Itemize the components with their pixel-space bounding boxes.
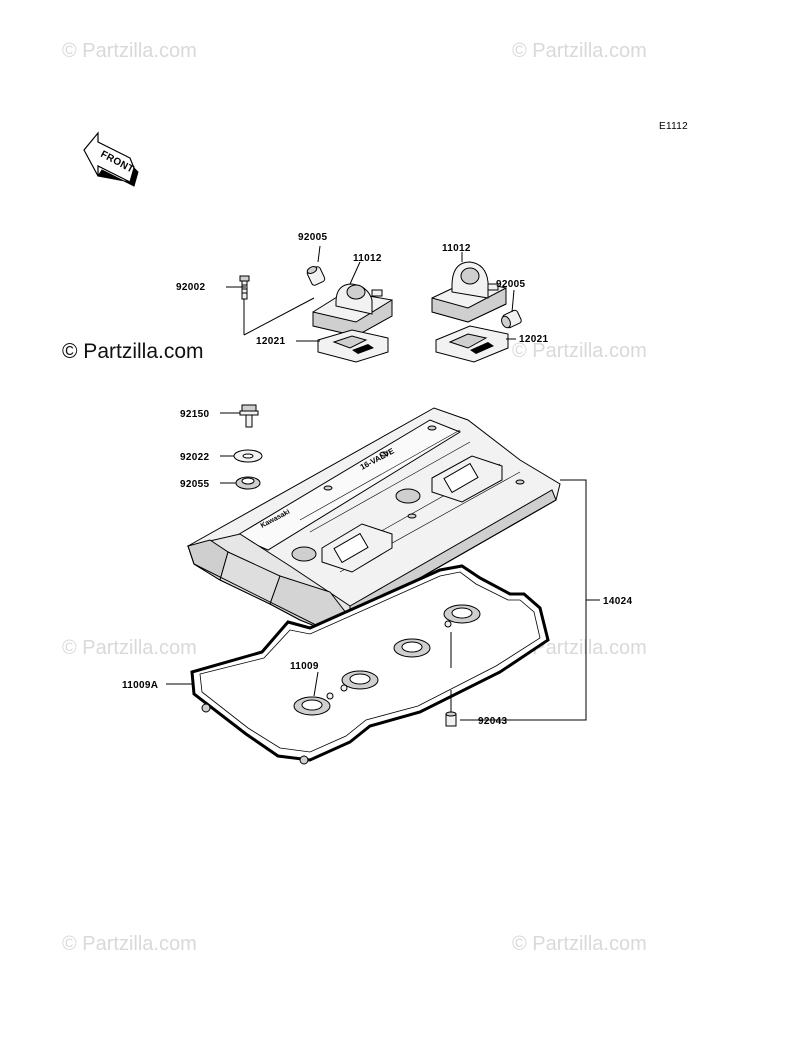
label-92002: 92002	[176, 282, 205, 293]
label-11009: 11009	[290, 661, 319, 672]
breather-cover-11012-right[interactable]	[431, 261, 507, 323]
label-11012-left: 11012	[353, 253, 382, 264]
watermark-mid-left: © Partzilla.com	[62, 340, 204, 363]
label-92150: 92150	[180, 409, 209, 420]
watermark-top-right: © Partzilla.com	[512, 40, 647, 62]
plug-gasket-11009-3[interactable]	[393, 638, 431, 658]
watermark-bottom-left: © Partzilla.com	[62, 933, 197, 955]
right-breather-assembly	[431, 252, 522, 363]
plug-gasket-11009-1[interactable]	[293, 692, 334, 716]
washer-92022[interactable]	[233, 449, 263, 463]
plug-gasket-11009-2[interactable]	[340, 670, 379, 692]
dowel-pin-92043[interactable]	[445, 711, 457, 727]
cylinder-head-cover-14024[interactable]: Kawasaki 16-VALVE	[186, 407, 561, 633]
watermark-mid-right: © Partzilla.com	[512, 340, 647, 362]
label-92005-right: 92005	[496, 279, 525, 290]
label-92022: 92022	[180, 452, 209, 463]
breather-cover-11012-left[interactable]	[312, 283, 393, 337]
label-92005-left: 92005	[298, 232, 327, 243]
watermark-lower-left: © Partzilla.com	[62, 637, 197, 659]
diagram-code: E1112	[659, 121, 688, 132]
watermark-top-left: © Partzilla.com	[62, 40, 197, 62]
label-12021-right: 12021	[519, 334, 548, 345]
plug-gasket-11009-4[interactable]	[443, 604, 481, 628]
label-92055: 92055	[180, 479, 209, 490]
label-11012-right: 11012	[442, 243, 471, 254]
left-breather-assembly	[226, 245, 393, 363]
watermark-bottom-right: © Partzilla.com	[512, 933, 647, 955]
gasket-12021-left[interactable]	[317, 329, 389, 363]
bolt-92150[interactable]	[239, 404, 259, 428]
label-92043: 92043	[478, 716, 507, 727]
front-arrow-icon: FRONT	[83, 131, 139, 187]
label-14024: 14024	[603, 596, 632, 607]
grommet-92055[interactable]	[235, 476, 261, 490]
gasket-12021-right[interactable]	[435, 325, 509, 363]
label-12021-left: 12021	[256, 336, 285, 347]
plug-92005-left[interactable]	[306, 265, 326, 286]
plug-92005-right[interactable]	[500, 309, 522, 329]
label-11009A: 11009A	[122, 680, 158, 691]
